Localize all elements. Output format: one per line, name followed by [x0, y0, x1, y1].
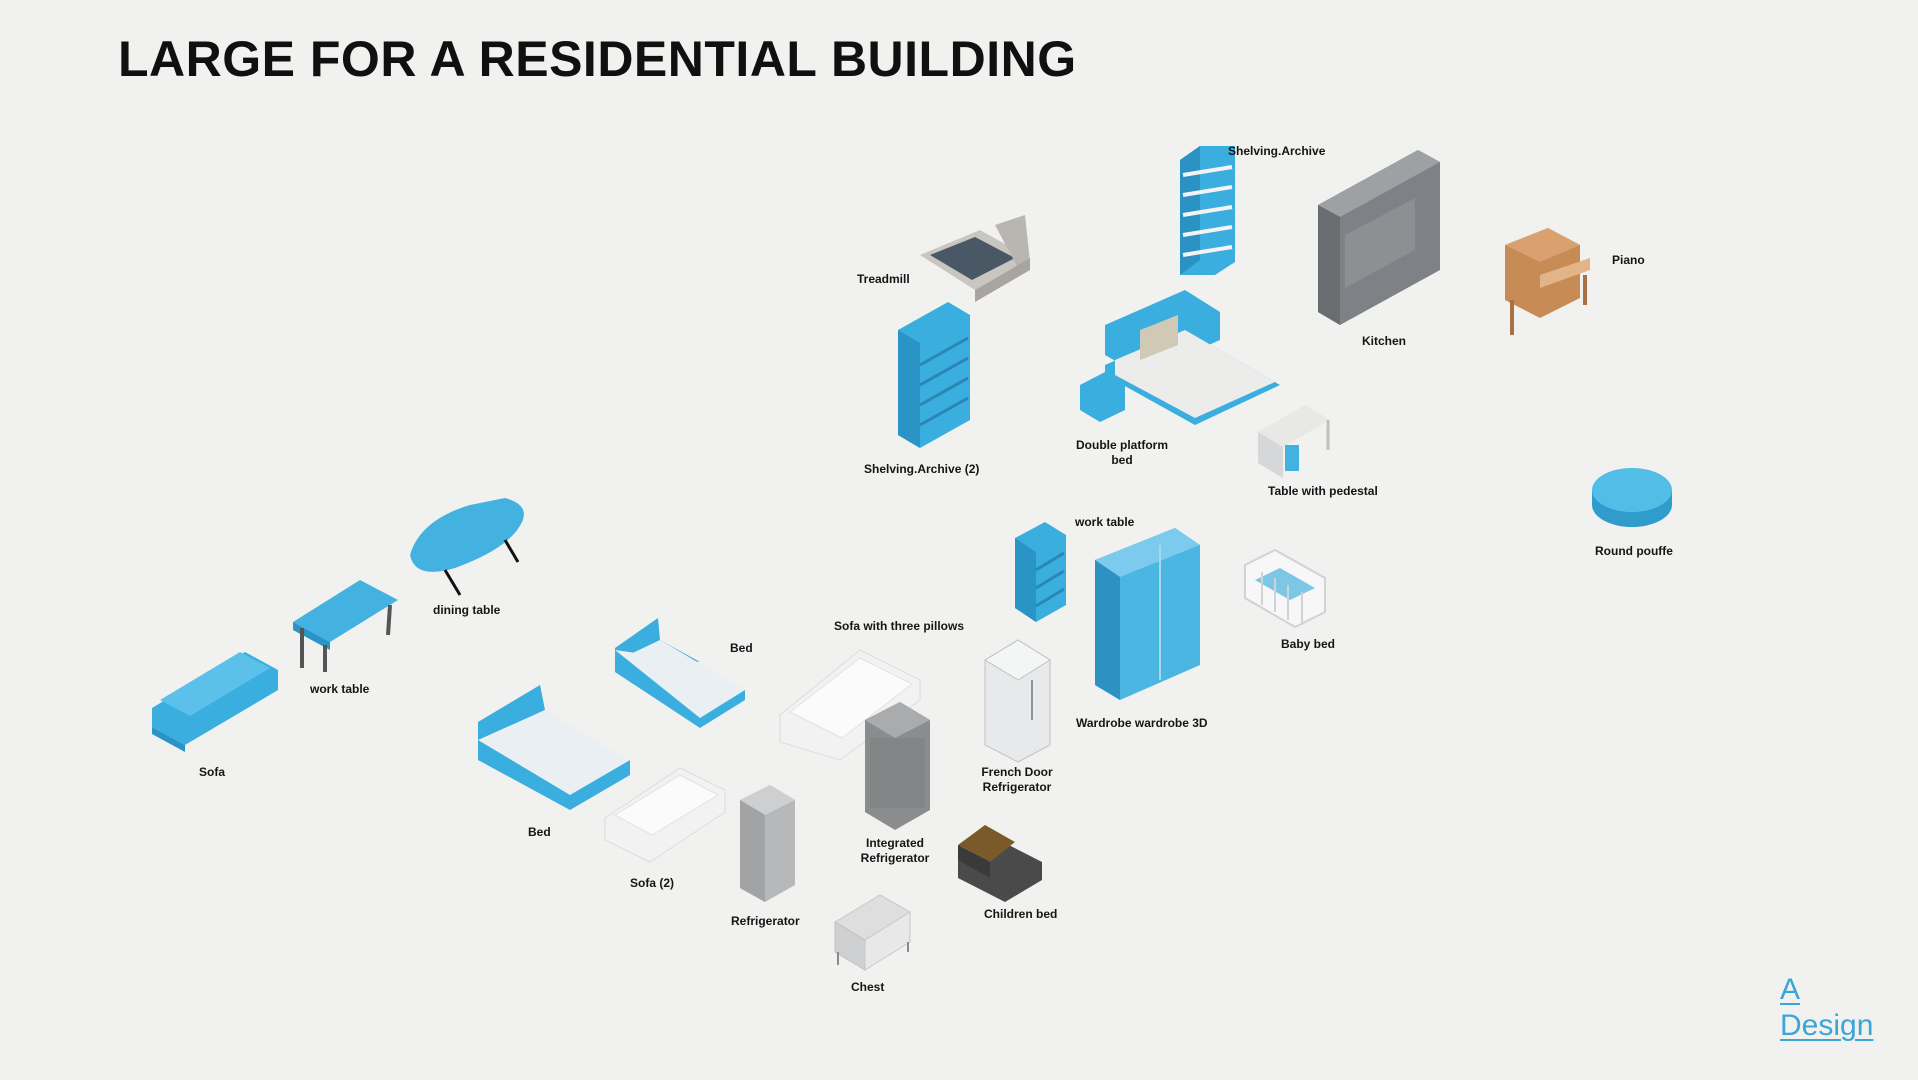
label-shelving-archive: Shelving.Archive: [1228, 144, 1326, 158]
label-bed-lower: Bed: [528, 825, 551, 839]
shelving-archive-model: [1180, 146, 1235, 275]
kitchen-model: [1318, 150, 1440, 325]
label-refrigerator: Refrigerator: [731, 914, 800, 928]
work-table-shelf-model: [1015, 522, 1066, 622]
label-work-table-upper: work table: [1075, 515, 1135, 529]
french-door-refrigerator-model: [984, 639, 1051, 763]
dining-table-model: [410, 498, 524, 596]
double-platform-bed-model: [1080, 290, 1280, 425]
sofa-2-model: [604, 767, 726, 863]
label-dining-table: dining table: [433, 603, 501, 617]
label-sofa-2: Sofa (2): [630, 876, 675, 890]
label-baby-bed: Baby bed: [1281, 637, 1336, 651]
bed-model-lower: [478, 685, 630, 810]
label-treadmill: Treadmill: [857, 272, 910, 286]
label-bed-upper: Bed: [730, 641, 753, 655]
bed-model-upper: [615, 618, 745, 728]
integrated-refrigerator-model: [865, 702, 930, 830]
label-work-table-lower: work table: [310, 682, 370, 696]
label-sofa: Sofa: [199, 765, 226, 779]
refrigerator-model: [740, 785, 795, 902]
logo-line-1: A: [1780, 973, 1801, 1006]
brand-logo[interactable]: A Design: [1780, 972, 1873, 1044]
label-table-with-pedestal: Table with pedestal: [1268, 484, 1378, 498]
label-kitchen: Kitchen: [1362, 334, 1407, 348]
label-round-pouffe: Round pouffe: [1595, 544, 1673, 558]
label-shelving-archive-2: Shelving.Archive (2): [864, 462, 980, 476]
label-chest: Chest: [851, 980, 885, 994]
label-children-bed: Children bed: [984, 907, 1058, 921]
table-with-pedestal-model: [1258, 405, 1330, 478]
sofa-three-pillows-model: [779, 649, 921, 761]
baby-bed-model: [1244, 548, 1326, 629]
round-pouffe-model: [1592, 468, 1672, 527]
piano-model: [1505, 228, 1590, 335]
children-bed-model: [958, 825, 1042, 902]
chest-model: [834, 894, 911, 971]
sofa-model: [152, 652, 278, 752]
label-wardrobe: Wardrobe wardrobe 3D: [1076, 716, 1208, 730]
shelving-archive-2-model: [898, 302, 970, 448]
work-table-model: [293, 580, 398, 672]
slide-title: LARGE FOR A RESIDENTIAL BUILDING: [118, 31, 1077, 87]
wardrobe-model: [1095, 528, 1200, 700]
label-sofa-three-pillows: Sofa with three pillows: [834, 619, 965, 633]
label-piano: Piano: [1612, 253, 1645, 267]
logo-line-2: Design: [1780, 1009, 1874, 1042]
treadmill-model: [920, 215, 1030, 302]
